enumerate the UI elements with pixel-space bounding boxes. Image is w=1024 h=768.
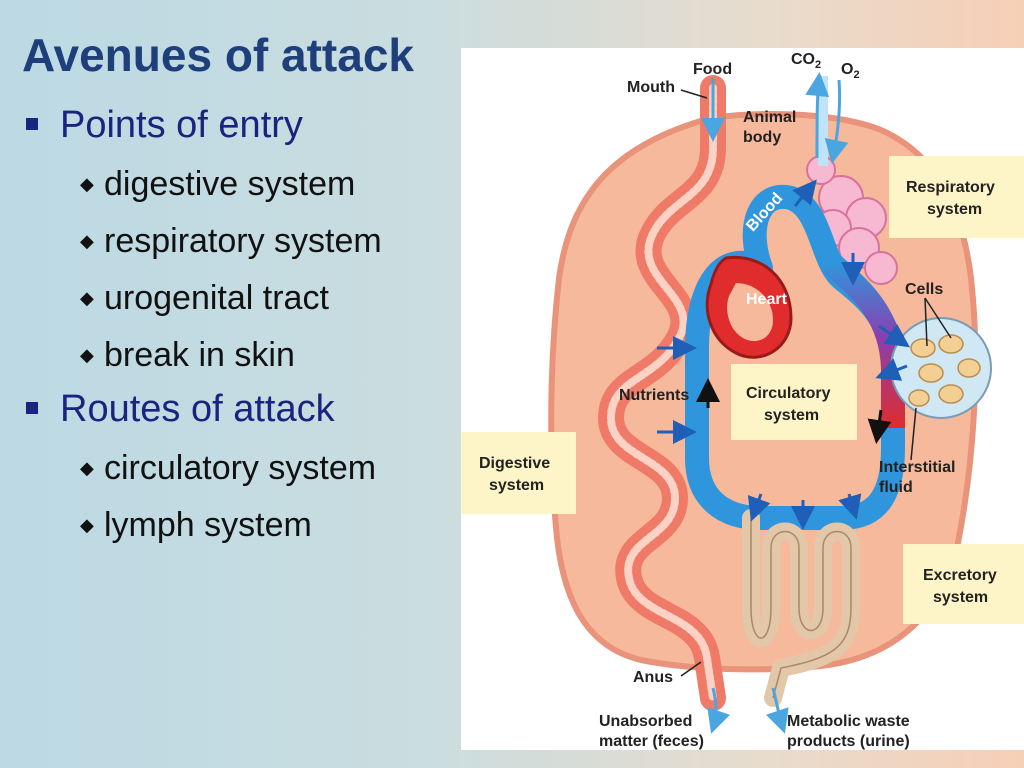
interstitial-label-1: Interstitial: [879, 459, 955, 476]
blood-to-lung-arrow: [792, 179, 817, 207]
feces-out-arrow: [707, 687, 731, 734]
slide-title: Avenues of attack: [22, 29, 414, 81]
bullet-item: ◆break in skin: [22, 327, 462, 384]
respiratory-label-2: system: [927, 201, 982, 218]
interstitial-leader: [910, 407, 917, 461]
bullet-heading-routes: Routes of attack: [22, 384, 462, 434]
bullet-item: ◆urogenital tract: [22, 270, 462, 327]
urine-out-arrow: [765, 687, 789, 734]
diagram-svg: Food CO2 O2 Mouth Animal body Blood Hear…: [461, 51, 1024, 750]
digestive-label-box: [461, 432, 576, 514]
to-cells-arrow: [878, 323, 910, 348]
bullet-item: ◆respiratory system: [22, 213, 462, 270]
excretory-label-1: Excretory: [923, 567, 997, 584]
o2-in-arrow: [824, 79, 849, 164]
cells-label: Cells: [905, 281, 943, 298]
mouth-leader: [680, 89, 708, 99]
digestive-tract-lining: [606, 84, 717, 702]
metabolic-label-2: products (urine): [787, 733, 910, 750]
animal-body-label-2: body: [743, 129, 781, 146]
unabsorbed-label-1: Unabsorbed: [599, 713, 692, 730]
circulatory-label-1: Circulatory: [746, 385, 831, 402]
body-systems-diagram: Food CO2 O2 Mouth Animal body Blood Hear…: [461, 48, 1024, 750]
anus-leader: [680, 661, 702, 677]
interstitial-label-2: fluid: [879, 479, 913, 496]
diamond-bullet-icon: ◆: [80, 458, 94, 478]
bullet-item: ◆circulatory system: [22, 440, 462, 497]
to-kidney-arrow-3: [838, 493, 862, 520]
diamond-bullet-icon: ◆: [80, 515, 94, 535]
diamond-bullet-icon: ◆: [80, 288, 94, 308]
excretory-label-2: system: [933, 589, 988, 606]
square-bullet-icon: [26, 118, 38, 130]
unabsorbed-label-2: matter (feces): [599, 733, 704, 750]
cells-inset: [890, 317, 992, 419]
respiratory-label-1: Respiratory: [906, 179, 995, 196]
animal-body-label-1: Animal: [743, 109, 796, 126]
heart-label: Heart: [746, 291, 788, 308]
diamond-bullet-icon: ◆: [80, 231, 94, 251]
co2-out-arrow: [805, 72, 830, 159]
bullet-heading-entry: Points of entry: [22, 100, 462, 150]
anus-label: Anus: [633, 669, 673, 686]
bullet-item: ◆lymph system: [22, 497, 462, 554]
diamond-bullet-icon: ◆: [80, 345, 94, 365]
circulatory-loop: [685, 184, 905, 530]
diamond-bullet-icon: ◆: [80, 174, 94, 194]
heart-chamber: [727, 283, 773, 342]
digestive-label-1: Digestive: [479, 455, 550, 472]
digestive-label-2: system: [489, 477, 544, 494]
to-kidney-arrow-1: [747, 493, 771, 522]
circulatory-label-box: [731, 364, 857, 440]
respiratory-label-box: [889, 156, 1024, 238]
nutrients-label: Nutrients: [619, 387, 689, 404]
cells-leader: [924, 297, 952, 347]
circulatory-label-2: system: [764, 407, 819, 424]
bullet-list: Points of entry ◆digestive system ◆respi…: [22, 100, 462, 554]
bullet-item: ◆digestive system: [22, 156, 462, 213]
from-cells-arrow: [875, 358, 908, 381]
co2-label: CO2: [791, 51, 821, 71]
tubule-outline: [750, 518, 852, 699]
excretory-label-box: [903, 544, 1024, 624]
o2-label: O2: [841, 61, 860, 81]
flow-down-arrow: [867, 409, 892, 444]
mouth-label: Mouth: [627, 79, 675, 96]
metabolic-label-1: Metabolic waste: [787, 713, 910, 730]
food-label: Food: [693, 61, 732, 78]
square-bullet-icon: [26, 402, 38, 414]
